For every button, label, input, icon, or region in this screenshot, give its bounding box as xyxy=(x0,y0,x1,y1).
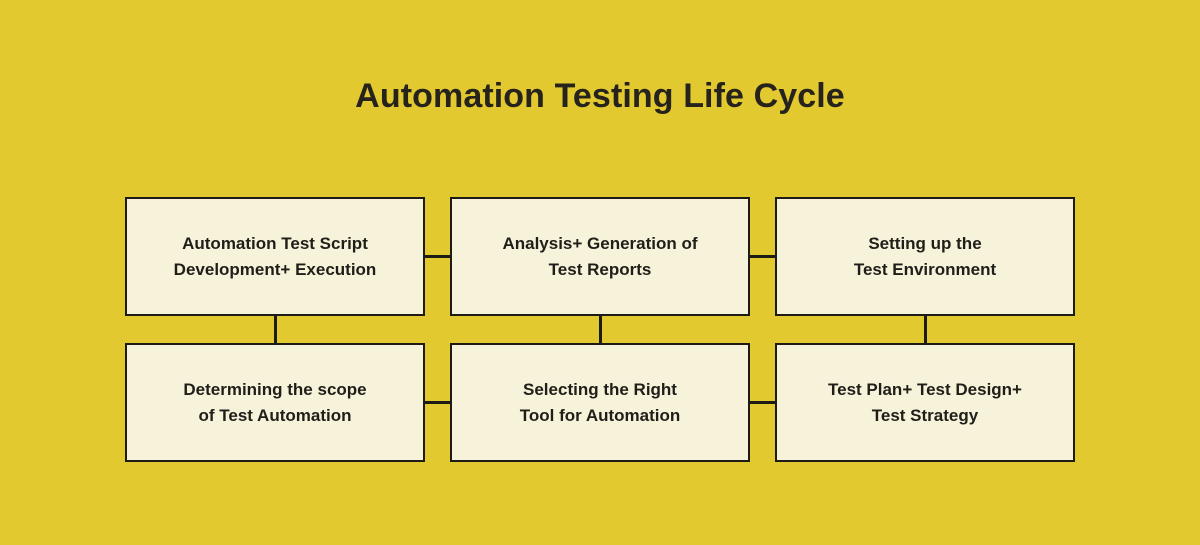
page-title: Automation Testing Life Cycle xyxy=(355,77,845,115)
connector-row2-col2-col3 xyxy=(749,401,776,404)
flow-diagram: Automation Test Script Development+ Exec… xyxy=(125,197,1075,462)
flow-node-label: Test Plan+ Test Design+ Test Strategy xyxy=(828,379,1022,425)
flow-node-determining-the-scope[interactable]: Determining the scope of Test Automation xyxy=(125,343,425,462)
flow-node-label: Analysis+ Generation of Test Reports xyxy=(502,233,698,279)
flow-node-setting-up-the-test-environment[interactable]: Setting up the Test Environment xyxy=(775,197,1075,316)
flow-node-label: Setting up the Test Environment xyxy=(853,233,997,279)
connector-col1-row1-row2 xyxy=(274,315,277,344)
flow-node-test-plan-design-strategy[interactable]: Test Plan+ Test Design+ Test Strategy xyxy=(775,343,1075,462)
connector-row1-col2-col3 xyxy=(749,255,776,258)
flow-node-analysis-generation-of-test-reports[interactable]: Analysis+ Generation of Test Reports xyxy=(450,197,750,316)
connector-row2-col1-col2 xyxy=(424,401,451,404)
flow-node-selecting-the-right-tool[interactable]: Selecting the Right Tool for Automation xyxy=(450,343,750,462)
flow-node-automation-test-script[interactable]: Automation Test Script Development+ Exec… xyxy=(125,197,425,316)
flow-node-label: Determining the scope of Test Automation xyxy=(183,379,367,425)
connector-col2-row1-row2 xyxy=(599,315,602,344)
flow-node-label: Selecting the Right Tool for Automation xyxy=(519,379,681,425)
connector-row1-col1-col2 xyxy=(424,255,451,258)
connector-col3-row1-row2 xyxy=(924,315,927,344)
flow-node-label: Automation Test Script Development+ Exec… xyxy=(173,233,377,279)
